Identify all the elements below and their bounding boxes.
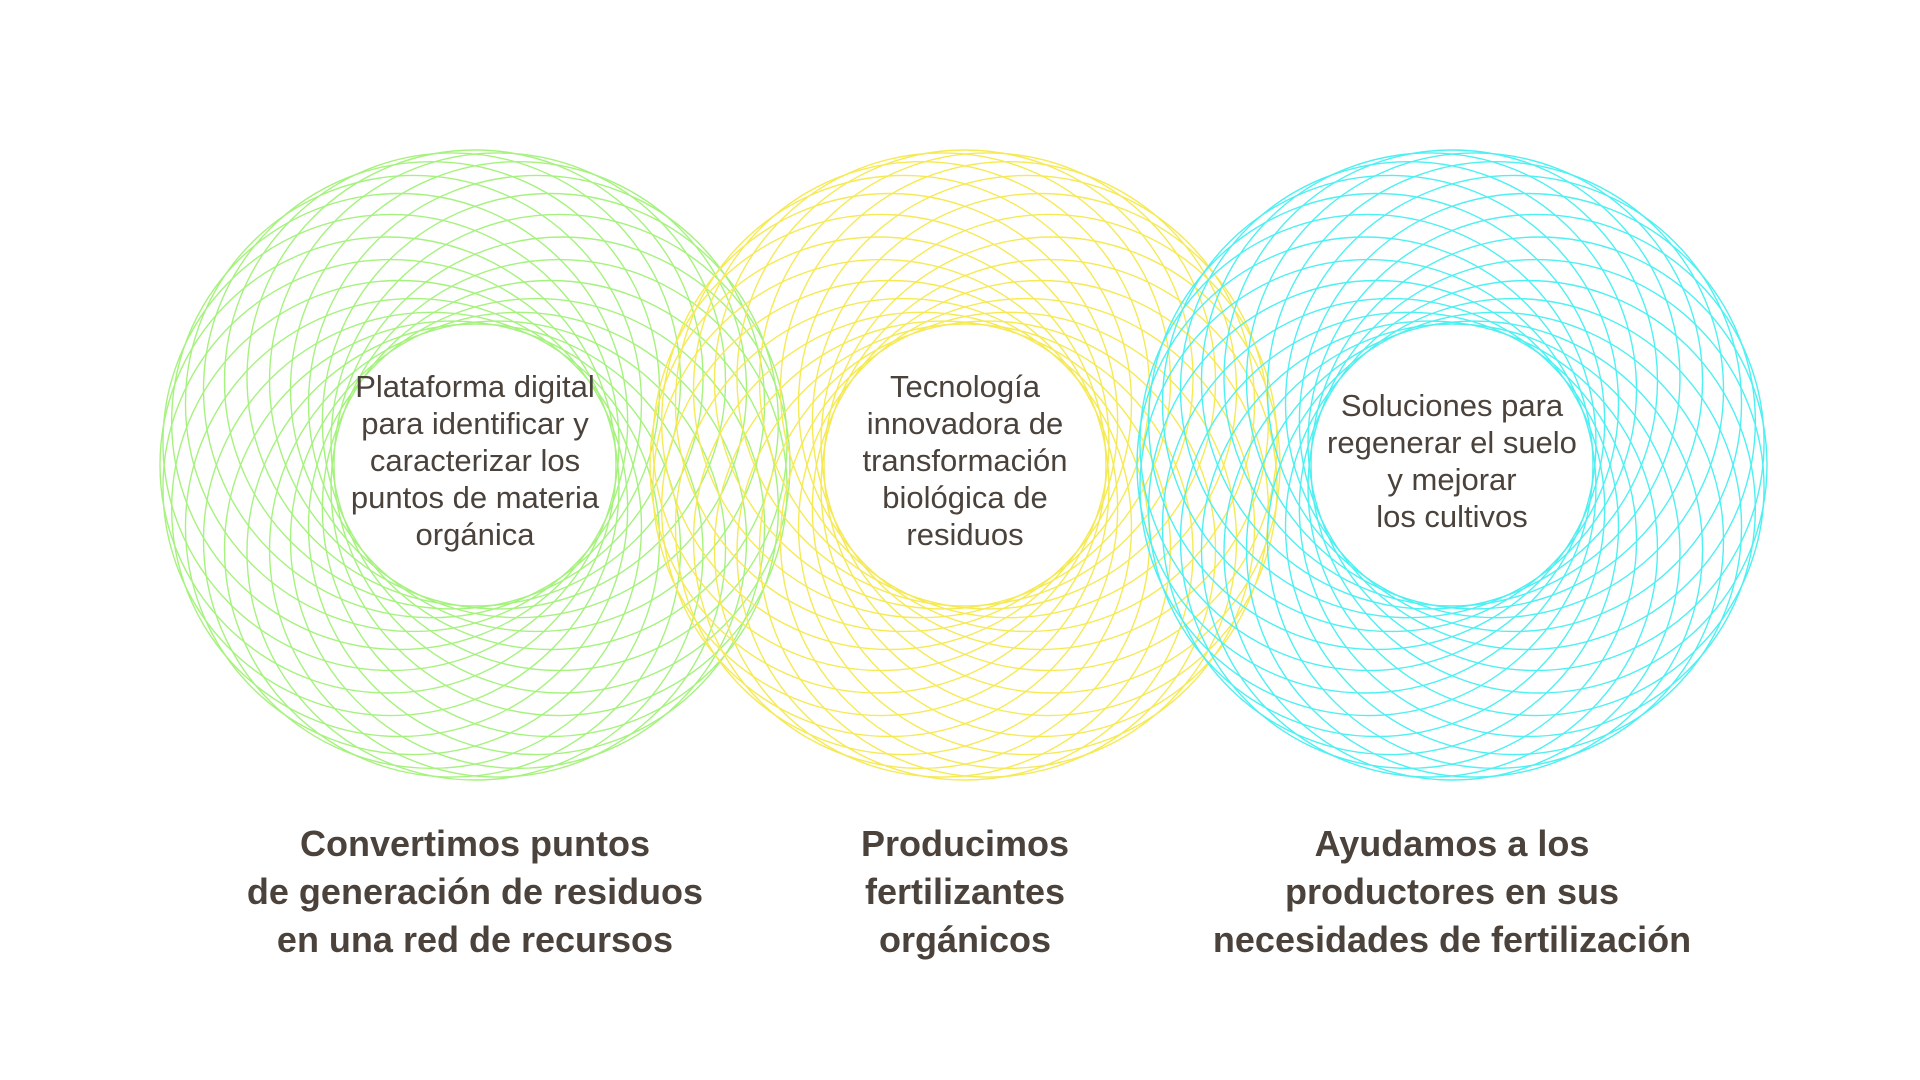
ring-circle [1223,323,1681,781]
ring-circle [820,258,1278,717]
caption-resource-network: Convertimos puntos de generación de resi… [246,823,704,960]
ring-circle [736,323,1194,781]
ring-circle [268,320,727,778]
ring-circle [1307,213,1765,672]
ring-circle [1266,311,1725,770]
ring-circle [1245,152,1704,610]
ring-circle [1307,258,1765,717]
ring-circle [1310,236,1768,694]
ring-circle [170,192,629,651]
ring-text-soil-solutions: Soluciones para regenerar el suelo y mej… [1327,388,1577,534]
ring-circle [1147,192,1606,651]
ring-circle [184,297,643,756]
ring-text-digital-platform: Plataforma digital para identificar y ca… [350,369,600,552]
ring-circle [268,152,727,610]
ring-circle [1200,320,1659,778]
ring-circle [333,236,791,694]
cyan-spirograph-ring [1136,149,1768,781]
ring-circle [1161,297,1620,756]
ring-circle [1284,297,1743,756]
ring-circle [223,320,682,778]
ring-circle [1139,213,1597,672]
ring-circle [811,192,1270,651]
ring-circle [649,236,1107,694]
ring-circle [1200,152,1659,610]
ring-circle [652,213,1110,672]
ring-circle [289,311,748,770]
ring-circle [1223,149,1681,607]
ring-circle [674,297,1133,756]
ring-circle [1298,192,1757,651]
ring-circle [1136,236,1594,694]
ring-circle [1147,279,1606,738]
ring-circle [1245,320,1704,778]
ring-circle [736,149,1194,607]
ring-circle [652,258,1110,717]
ring-circle [170,279,629,738]
caption-organic-fertilizers: Producimos fertilizantes orgánicos [860,823,1070,960]
ring-circle [162,258,620,717]
ring-circle [223,152,682,610]
caption-producer-support: Ayudamos a los productores en sus necesi… [1212,823,1692,960]
ring-circle [713,320,1172,778]
ring-circle [307,174,766,633]
ring-circle [1298,279,1757,738]
ring-circle [159,236,617,694]
ring-circle [162,213,620,672]
ring-circle [820,213,1278,672]
ring-circle [1284,174,1743,633]
ring-circle [660,192,1119,651]
ring-circle [184,174,643,633]
ring-circle [660,279,1119,738]
ring-text-biotech: Tecnología innovadora de transformación … [862,369,1068,552]
ring-circle [713,152,1172,610]
ring-circle [289,160,748,619]
ring-circle [1161,174,1620,633]
ring-circle [811,279,1270,738]
ring-circle [1266,160,1725,619]
ring-circle [1179,311,1638,770]
ring-circle [674,174,1133,633]
ring-circle [1139,258,1597,717]
ring-circle [1179,160,1638,619]
ring-circle [307,297,766,756]
